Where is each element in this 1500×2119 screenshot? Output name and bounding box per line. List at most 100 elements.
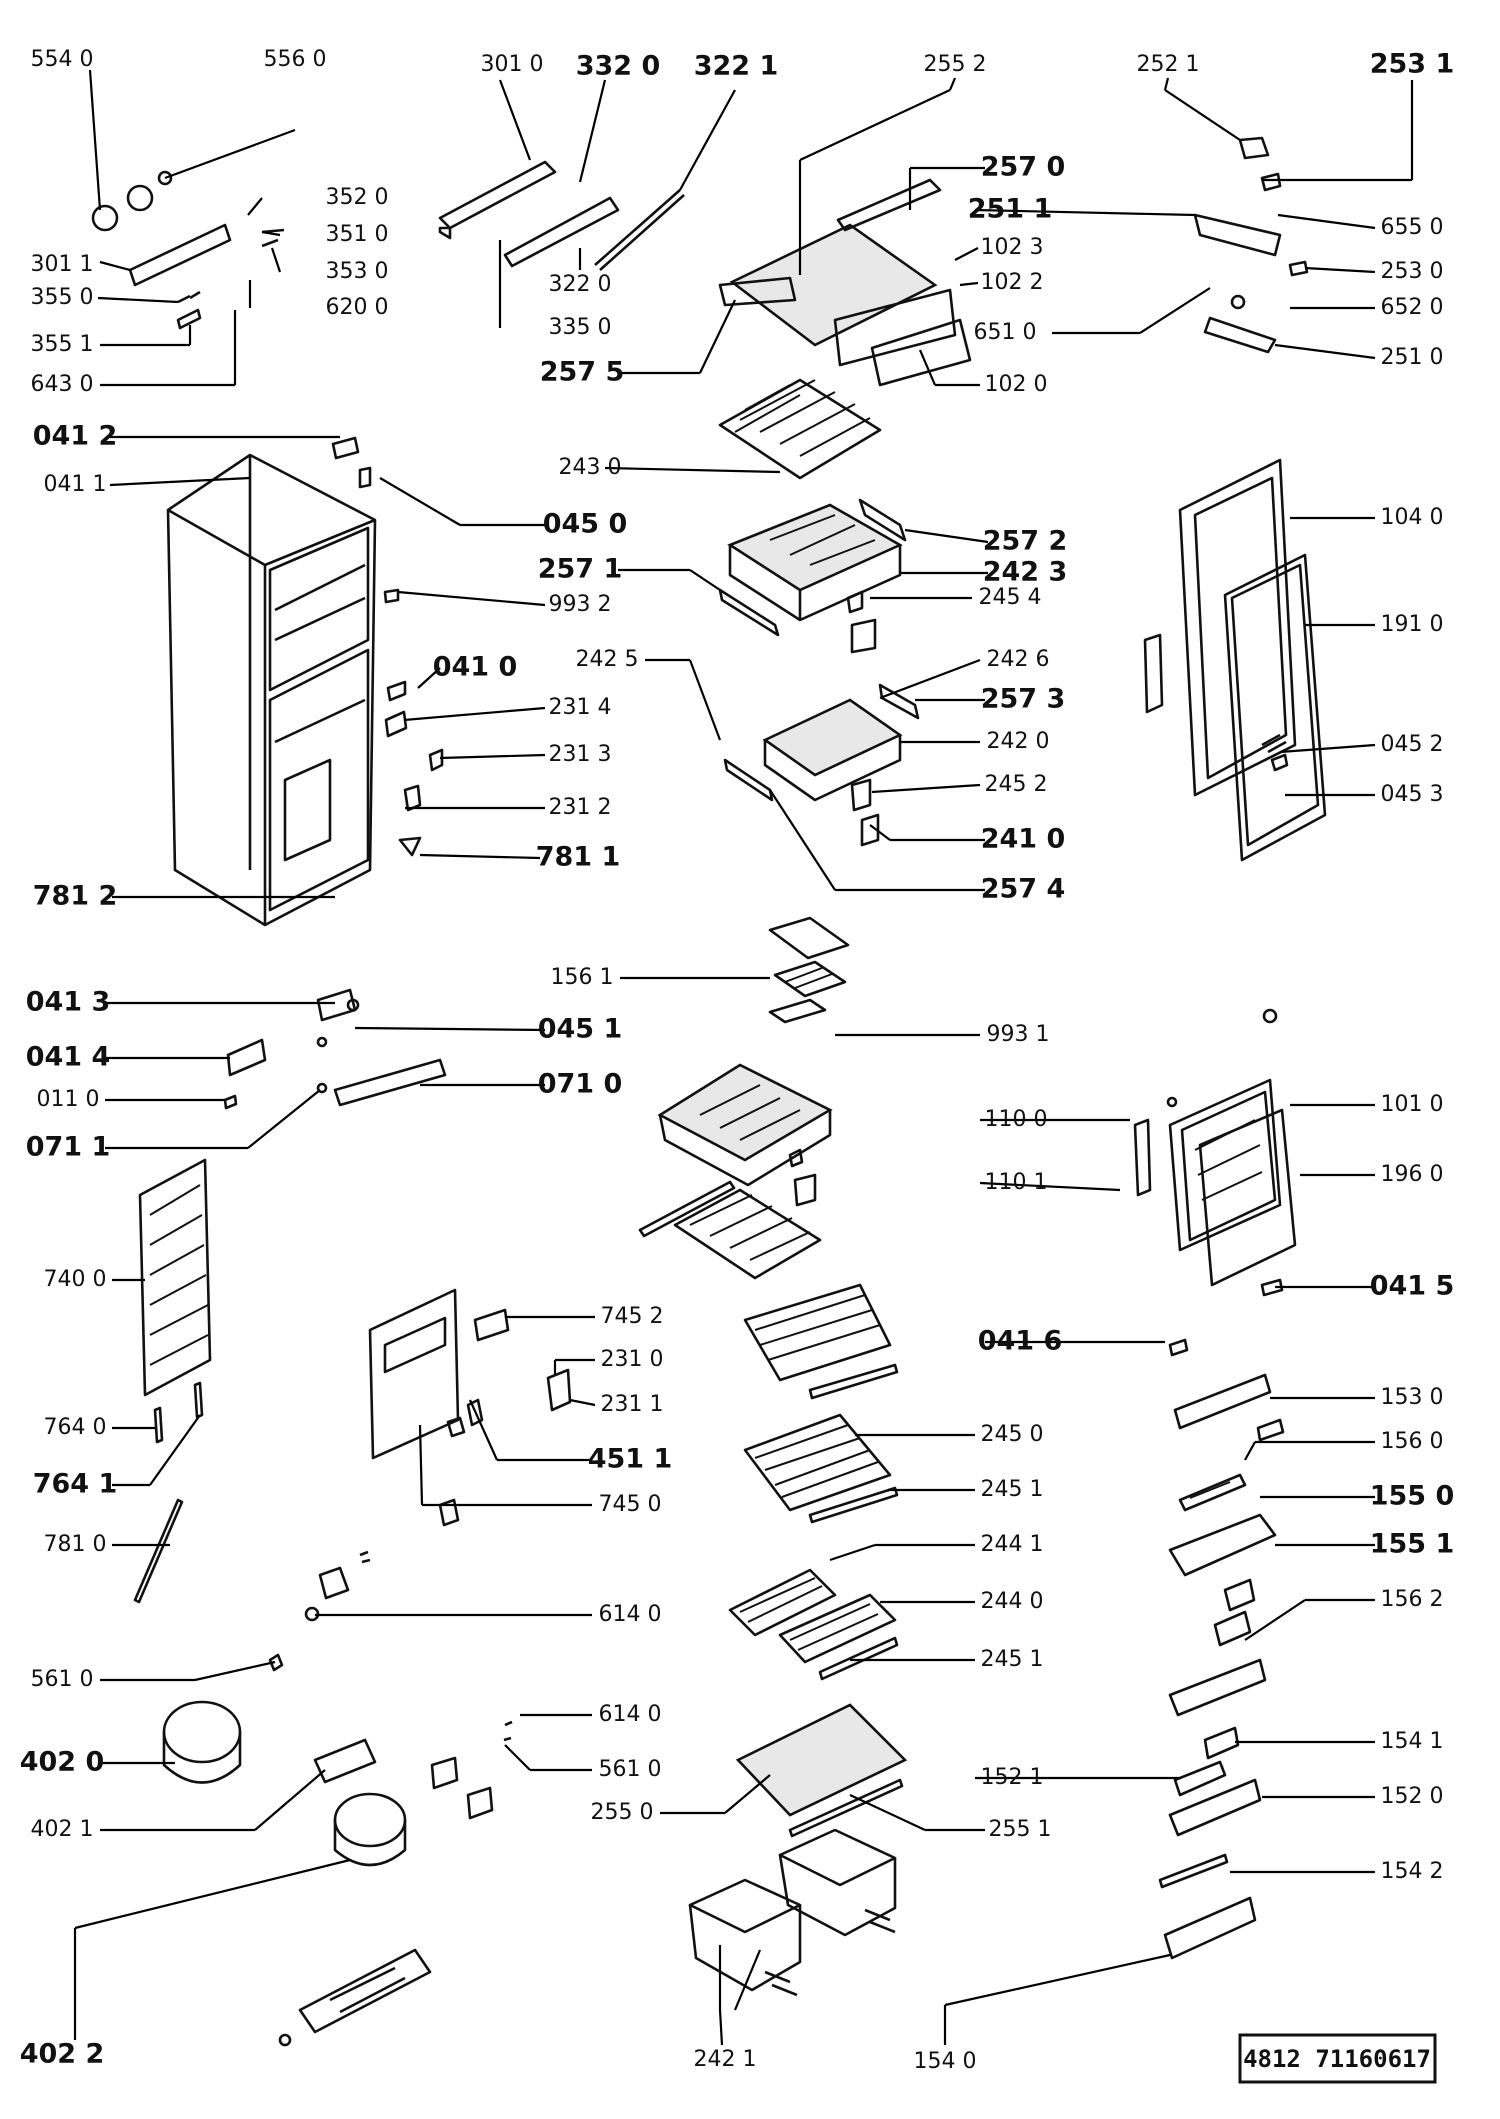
leader-line	[1304, 266, 1376, 274]
part-callout: 620 0	[326, 295, 389, 320]
part-callout: 045 2	[1381, 732, 1444, 757]
part-callout: 643 0	[31, 372, 94, 397]
freezer-shelf	[718, 178, 972, 387]
part-callout: 154 1	[1381, 1729, 1444, 1754]
leader-line	[270, 247, 282, 273]
part-callout: 257 3	[981, 684, 1066, 715]
part-callout: 156 2	[1381, 1587, 1444, 1612]
part-callout: 245 4	[979, 585, 1042, 610]
part-callout: 257 2	[983, 526, 1068, 557]
leader-line	[959, 281, 979, 287]
leader-line	[498, 79, 532, 161]
leader-line	[99, 260, 131, 272]
part-callout: 245 2	[985, 772, 1048, 797]
part-callout: 251 1	[968, 194, 1053, 225]
leader-line	[88, 69, 102, 211]
part-callout: 740 0	[44, 1267, 107, 1292]
part-callout: 101 0	[1381, 1092, 1444, 1117]
leader-line	[679, 89, 736, 191]
part-callout: 351 0	[326, 222, 389, 247]
part-callout: 011 0	[37, 1087, 100, 1112]
leader-line	[799, 89, 951, 161]
part-callout: 045 3	[1381, 782, 1444, 807]
part-callout: 156 0	[1381, 1429, 1444, 1454]
part-callout: 153 0	[1381, 1385, 1444, 1410]
part-callout: 041 5	[1370, 1271, 1455, 1302]
part-callout: 252 1	[1137, 52, 1200, 77]
part-callout: 352 0	[326, 185, 389, 210]
refrigerator-cabinet	[166, 453, 377, 927]
leader-line	[699, 299, 736, 374]
compressor-area	[162, 1550, 513, 2047]
part-callout: 071 0	[538, 1069, 623, 1100]
leader-line	[403, 706, 546, 722]
leader-line	[1164, 89, 1241, 141]
document-number-box: 4812 71160617	[1238, 2033, 1437, 2084]
part-callout: 652 0	[1381, 295, 1444, 320]
part-callout: 110 0	[985, 1107, 1048, 1132]
leader-line	[954, 247, 979, 261]
part-callout: 102 2	[981, 270, 1044, 295]
leader-line	[979, 1181, 1121, 1192]
leader-line	[974, 208, 1196, 217]
leader-line	[164, 128, 296, 180]
part-callout: 041 6	[978, 1326, 1063, 1357]
part-callout: 322 1	[694, 51, 779, 82]
part-callout: 561 0	[31, 1667, 94, 1692]
part-callout: 244 1	[981, 1532, 1044, 1557]
part-callout: 243 0	[559, 455, 622, 480]
part-callout: 335 0	[549, 315, 612, 340]
leader-line	[569, 1398, 596, 1407]
part-callout: 191 0	[1381, 612, 1444, 637]
leader-line	[1244, 1599, 1306, 1641]
part-callout: 353 0	[326, 259, 389, 284]
freezer-door	[1143, 458, 1327, 862]
part-callout: 332 0	[576, 51, 661, 82]
leader-line	[109, 476, 251, 487]
wire-shelf-2	[743, 1283, 899, 1400]
part-callout: 301 1	[31, 252, 94, 277]
part-callout: 245 1	[981, 1647, 1044, 1672]
leader-line	[254, 1769, 326, 1831]
left-brackets	[226, 988, 447, 1107]
freezer-drawer-lower	[723, 683, 920, 847]
wire-shelf-1	[638, 1180, 822, 1280]
part-callout: 257 5	[540, 357, 625, 388]
part-callout: 241 0	[981, 824, 1066, 855]
part-callout: 402 0	[20, 1747, 105, 1778]
leader-line	[504, 1744, 531, 1771]
part-callout: 045 0	[543, 509, 628, 540]
leader-line	[354, 1026, 546, 1032]
condenser	[133, 1158, 212, 1604]
part-callout: 651 0	[974, 320, 1037, 345]
part-callout: 253 1	[1370, 49, 1455, 80]
leader-line	[688, 659, 722, 741]
part-callout: 242 5	[576, 647, 639, 672]
part-callout: 745 2	[601, 1304, 664, 1329]
leader-line	[948, 77, 957, 91]
leader-line	[379, 477, 461, 526]
leader-line	[869, 824, 891, 841]
part-callout: 255 0	[591, 1800, 654, 1825]
leader-line	[1139, 287, 1211, 334]
part-callout: 102 0	[985, 372, 1048, 397]
wire-shelf-3	[743, 1413, 899, 1524]
part-callout: 110 1	[985, 1170, 1048, 1195]
leader-line	[247, 1089, 321, 1149]
part-callout: 355 0	[31, 285, 94, 310]
part-callout: 041 0	[433, 652, 518, 683]
part-sketches	[91, 136, 1327, 2047]
leader-line	[724, 1774, 771, 1814]
part-callout: 556 0	[264, 47, 327, 72]
part-callout: 245 1	[981, 1477, 1044, 1502]
ice-tray	[768, 916, 850, 1024]
part-callout: 071 1	[26, 1132, 111, 1163]
leader-line	[97, 296, 179, 304]
leader-line	[718, 2009, 724, 2046]
part-callout: 355 1	[31, 332, 94, 357]
part-callout: 402 1	[31, 1817, 94, 1842]
wire-shelf-4	[728, 1568, 899, 1681]
leader-line	[1277, 213, 1376, 230]
leader-line	[829, 1543, 876, 1562]
